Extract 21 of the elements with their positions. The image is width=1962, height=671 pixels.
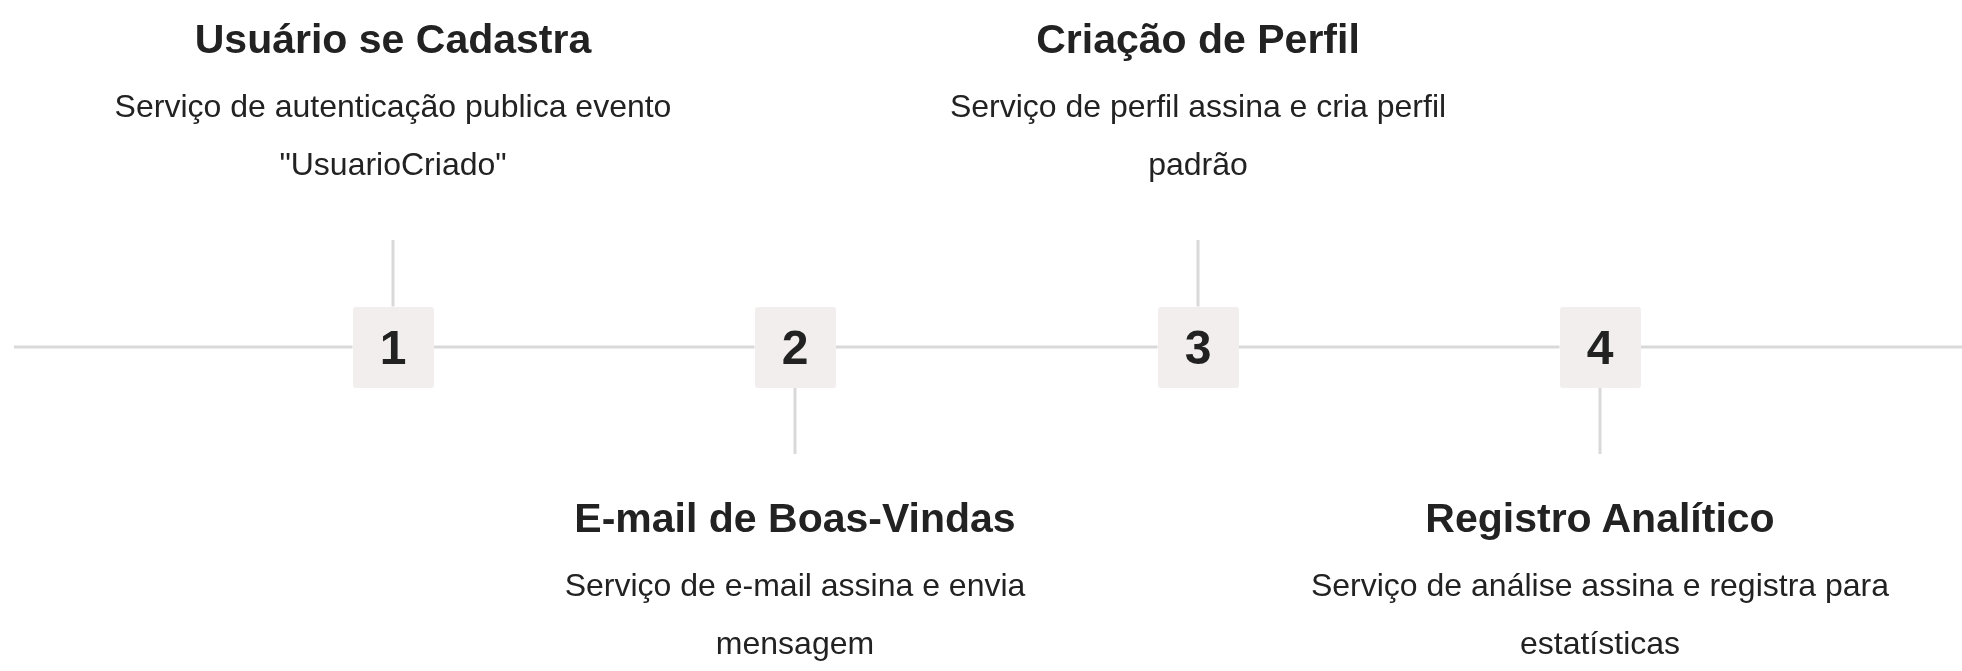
event-heading: Usuário se Cadastra xyxy=(193,15,593,63)
timeline-segment xyxy=(433,345,755,349)
step-number-badge: 3 xyxy=(1157,306,1239,388)
timeline-segment xyxy=(1238,345,1560,349)
step-number-badge: 1 xyxy=(352,306,434,388)
event-description: Serviço de autenticação publica evento "UsuarioCriado" xyxy=(113,87,673,184)
event-heading: Registro Analítico xyxy=(1424,494,1776,542)
connector-line xyxy=(1196,240,1200,307)
event-heading: E-mail de Boas-Vindas xyxy=(573,494,1017,542)
event-description: Serviço de análise assina e registra para estatísticas xyxy=(1309,566,1891,663)
step-number-badge: 4 xyxy=(1559,306,1641,388)
connector-line xyxy=(793,387,797,454)
step-number-badge: 2 xyxy=(754,306,836,388)
connector-line xyxy=(1598,387,1602,454)
timeline-segment xyxy=(14,345,353,349)
timeline-segment xyxy=(835,345,1158,349)
event-heading: Criação de Perfil xyxy=(1035,15,1361,63)
event-description: Serviço de perfil assina e cria perfil padrão xyxy=(948,87,1448,184)
connector-line xyxy=(391,240,395,307)
event-description: Serviço de e-mail assina e envia mensagem xyxy=(563,566,1027,663)
timeline-segment xyxy=(1640,345,1962,349)
